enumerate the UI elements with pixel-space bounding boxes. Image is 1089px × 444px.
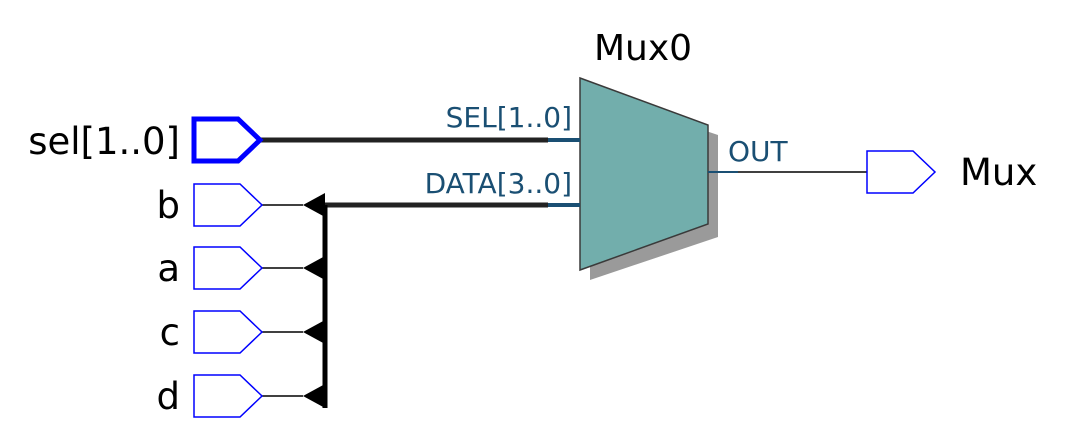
input-port-d[interactable]: [193, 374, 264, 418]
output-label-mux: Mux: [960, 151, 1037, 194]
input-port-c[interactable]: [193, 310, 264, 354]
input-label-sel: sel[1..0]: [28, 120, 180, 163]
bus-tap-arrow-b: [303, 193, 325, 217]
input-label-a: a: [157, 247, 180, 290]
bus-tap-arrow-a: [303, 256, 325, 280]
out-pin-label: OUT: [728, 135, 789, 168]
bus-tap-arrow-d: [303, 384, 325, 408]
mux-instance-name: Mux0: [594, 28, 692, 69]
input-port-b[interactable]: [193, 183, 264, 227]
input-label-c: c: [160, 311, 180, 354]
output-port-mux[interactable]: [866, 150, 937, 194]
input-label-d: d: [157, 375, 181, 418]
sel-pin-label: SEL[1..0]: [446, 101, 572, 134]
input-port-sel[interactable]: [191, 116, 264, 164]
bus-tap-arrow-c: [303, 320, 325, 344]
input-port-a[interactable]: [193, 246, 264, 290]
data-pin-label: DATA[3..0]: [425, 167, 572, 200]
input-label-b: b: [157, 184, 181, 227]
